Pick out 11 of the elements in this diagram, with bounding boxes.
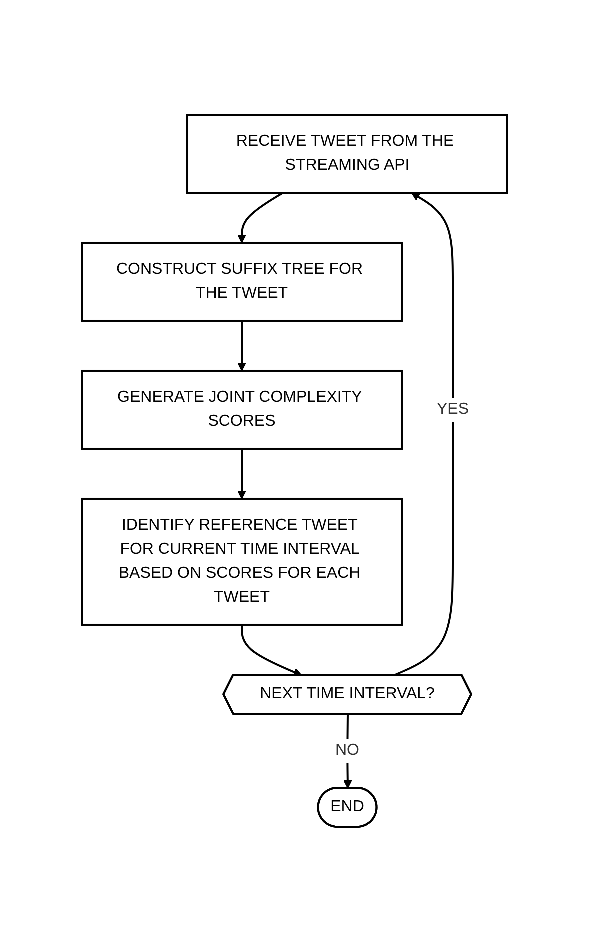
arrow (241, 624, 302, 676)
edge-label: YES (437, 400, 470, 418)
node-box: CONSTRUCT SUFFIX TREE FOR THE TWEET (81, 242, 404, 322)
arrow (238, 448, 247, 499)
arrow (238, 320, 247, 371)
arrow (238, 192, 284, 243)
node-box: RECEIVE TWEET FROM THE STREAMING API (186, 114, 509, 194)
edge-label: NO (336, 741, 360, 758)
arrow (344, 714, 353, 788)
node-box: IDENTIFY REFERENCE TWEET FOR CURRENT TIME INTERVAL BASED ON SCORES FOR EACH TWEET (81, 498, 404, 626)
node-box: GENERATE JOINT COMPLEXITY SCORES (81, 370, 404, 450)
